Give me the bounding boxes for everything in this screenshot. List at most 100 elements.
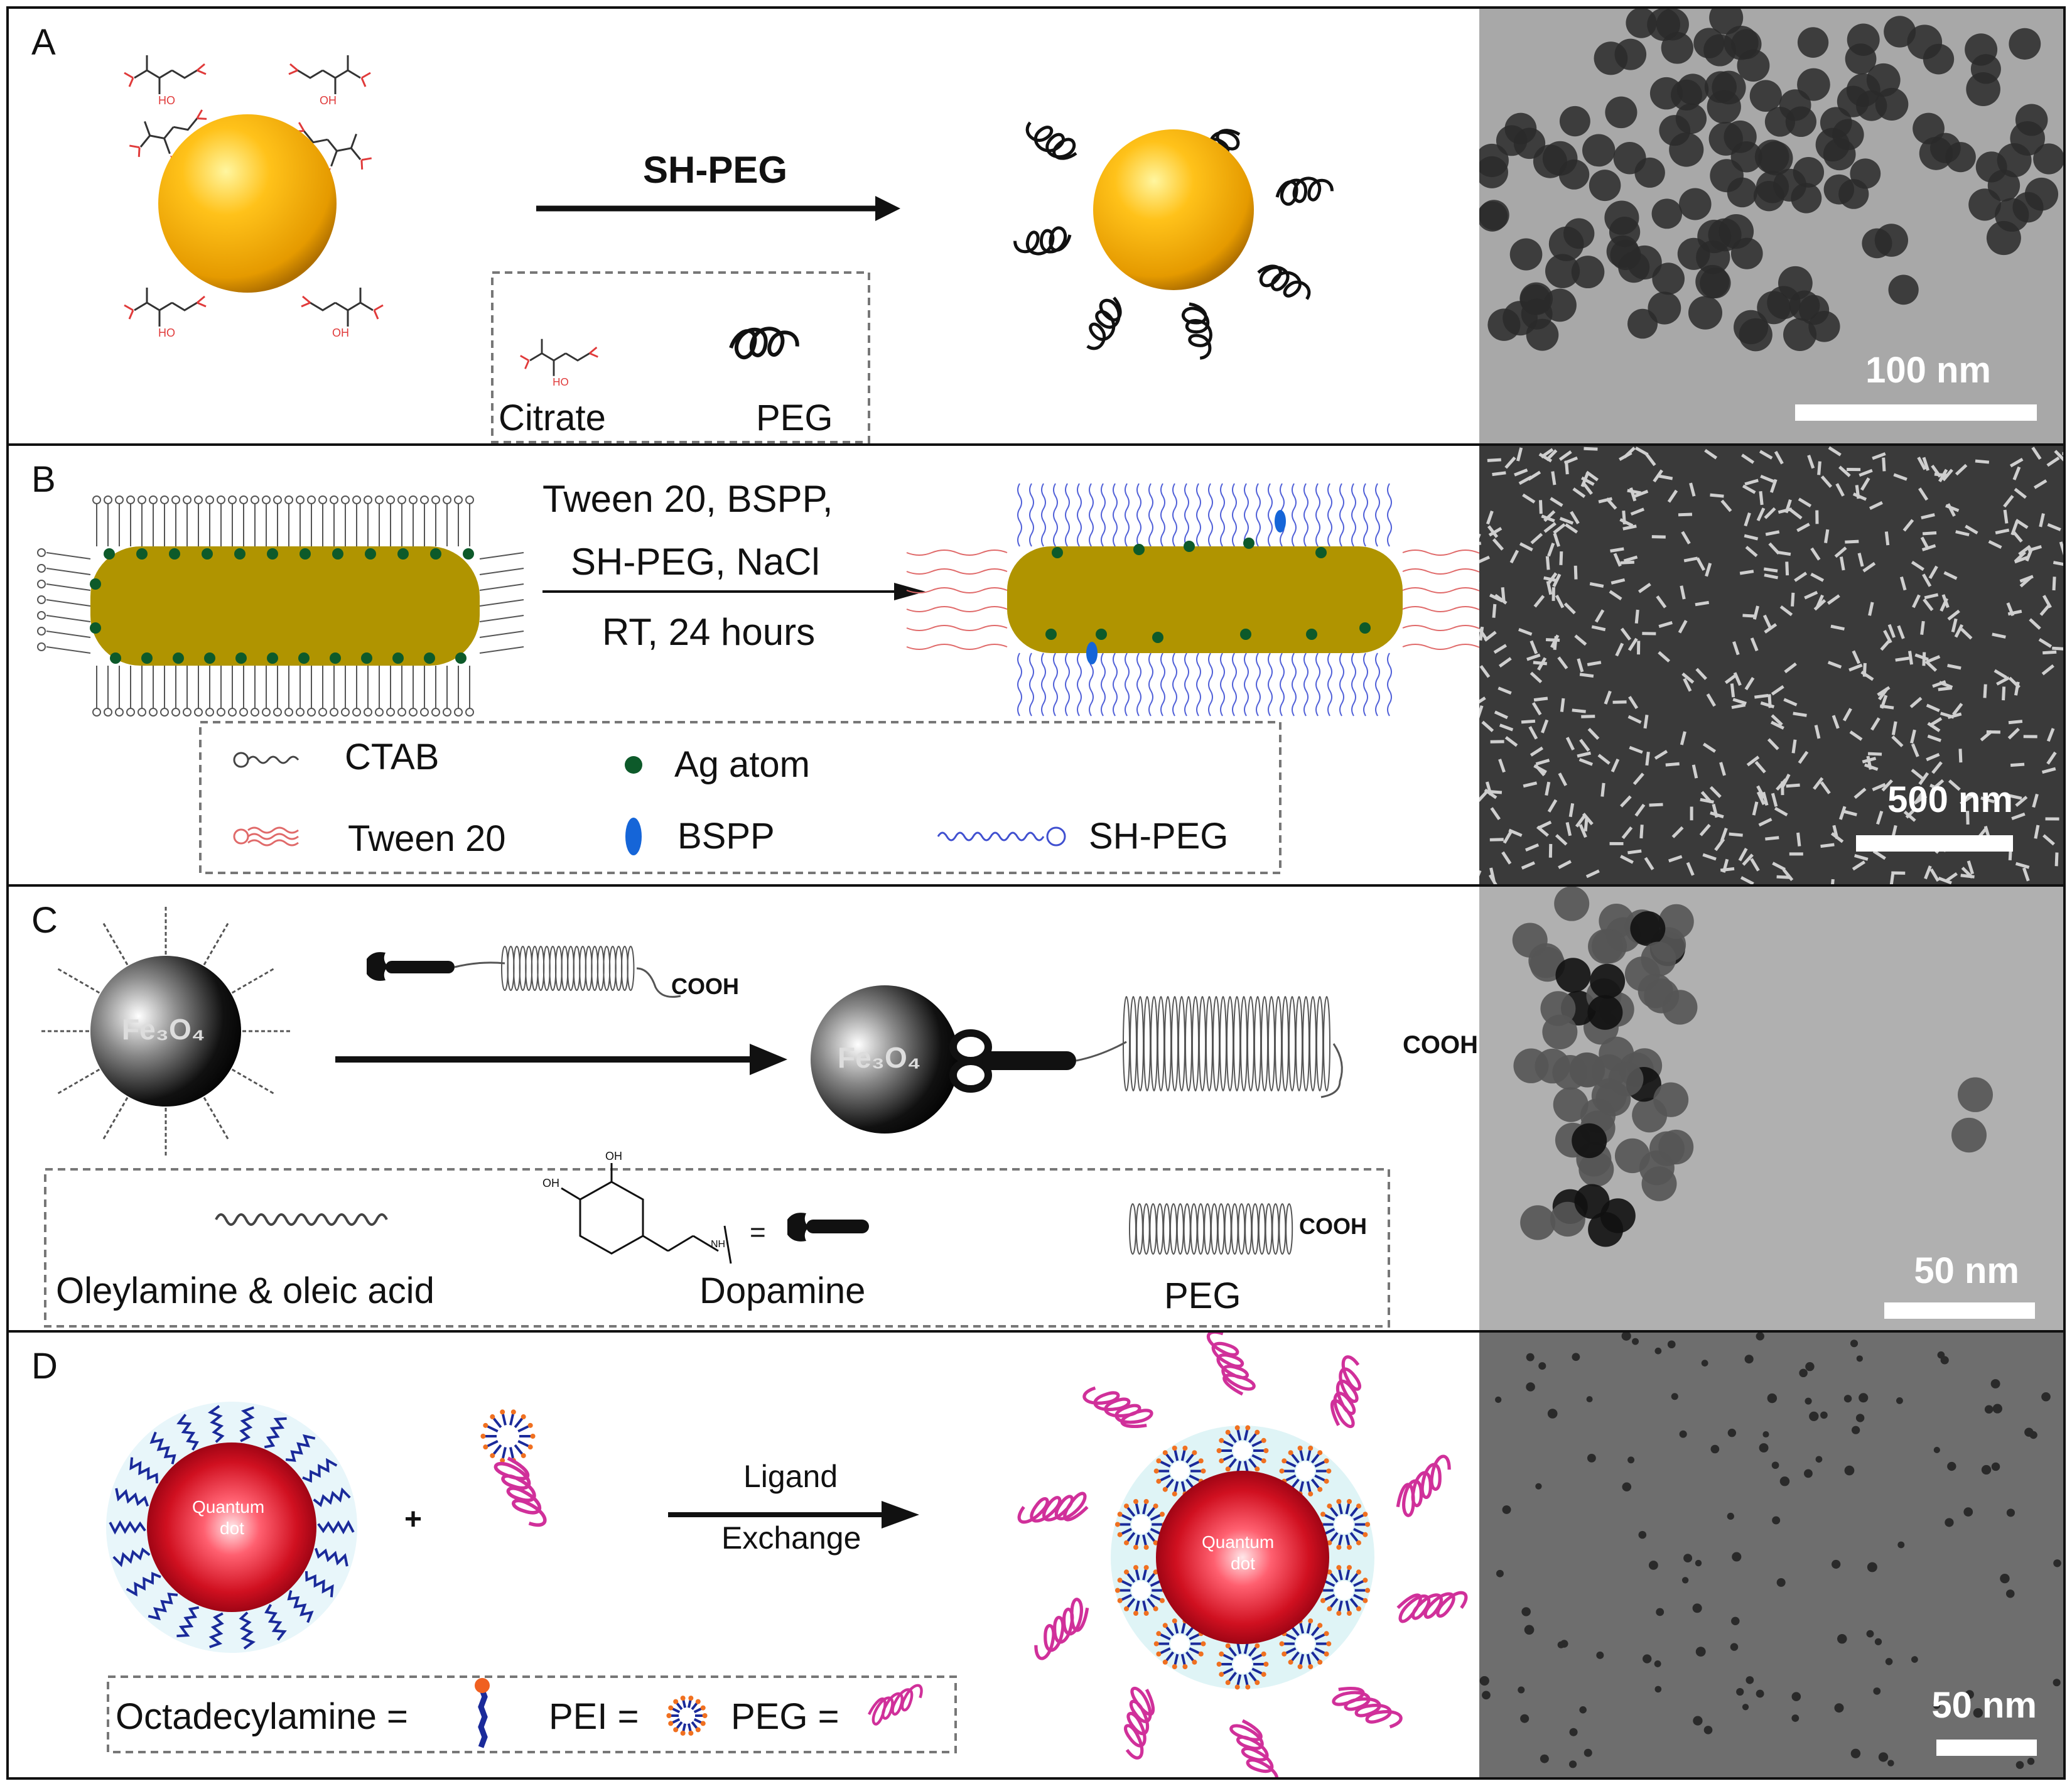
pei-tip bbox=[1327, 1569, 1332, 1575]
tween-ligand bbox=[906, 606, 1008, 612]
ag-atom bbox=[397, 548, 409, 560]
sh-peg-ligand bbox=[1101, 652, 1106, 717]
tem-nanorod bbox=[1849, 730, 1863, 741]
tem-nanorod bbox=[1479, 555, 1491, 565]
tem-nanorod bbox=[1834, 546, 1847, 558]
tem-nanorod bbox=[1621, 826, 1633, 840]
quantum-dot-left bbox=[147, 1442, 316, 1612]
tem-particle bbox=[1845, 43, 1877, 75]
tem-nanorod bbox=[1793, 712, 1807, 717]
ag-atom bbox=[430, 548, 441, 560]
ctab-head bbox=[228, 708, 237, 717]
tem-dot bbox=[1731, 1616, 1740, 1625]
arrowhead-icon bbox=[875, 196, 900, 221]
tem-particle bbox=[1783, 318, 1817, 352]
pei-tip bbox=[700, 1705, 706, 1711]
ag-atom bbox=[1243, 538, 1255, 549]
pei-core bbox=[1131, 1515, 1151, 1534]
pei-arm bbox=[1285, 1633, 1297, 1640]
tem-particle bbox=[1550, 1201, 1585, 1237]
peg-spring-coil bbox=[1316, 996, 1324, 1091]
tem-nanorod bbox=[1881, 779, 1893, 792]
tem-nanorod bbox=[1572, 487, 1586, 499]
tem-nanorod bbox=[1615, 642, 1624, 657]
tem-nanorod bbox=[1745, 546, 1758, 558]
sh-peg-ligand bbox=[1339, 652, 1344, 717]
pei-particle bbox=[1153, 1446, 1206, 1496]
tem-particle bbox=[1749, 80, 1782, 112]
pei-arm bbox=[1121, 1579, 1132, 1587]
tem-nanorod bbox=[1719, 762, 1726, 776]
tem-nanorod bbox=[1553, 523, 1566, 534]
tem-particle bbox=[1693, 28, 1725, 58]
tem-particle bbox=[1862, 228, 1892, 259]
tem-nanorod bbox=[1530, 671, 1543, 684]
tem-dot bbox=[1656, 1608, 1665, 1616]
tem-nanorod bbox=[2059, 541, 2063, 556]
peg-spring-coil bbox=[1278, 1203, 1287, 1255]
pei-tip bbox=[1153, 1468, 1159, 1474]
ctab-head bbox=[160, 495, 169, 504]
tem-nanorod bbox=[1786, 783, 1800, 788]
tem-nanorod bbox=[1992, 632, 2006, 639]
pei-arm bbox=[1189, 1647, 1200, 1655]
pei-tip bbox=[1153, 1641, 1159, 1647]
tem-nanorod bbox=[2018, 544, 2031, 556]
pei-particle bbox=[1279, 1618, 1332, 1669]
tem-nanorod bbox=[1559, 551, 1563, 565]
pei-arm bbox=[1285, 1647, 1297, 1655]
tem-nanorod bbox=[1911, 743, 1919, 757]
tem-nanorod bbox=[1545, 781, 1551, 796]
pei-core bbox=[1233, 1441, 1253, 1461]
pei-tip bbox=[1261, 1672, 1266, 1677]
scale-label-d: 50 nm bbox=[1931, 1685, 2037, 1726]
pei-arm bbox=[1142, 1503, 1147, 1515]
bspp-marker bbox=[1275, 510, 1286, 533]
sh-peg-ligand bbox=[1184, 483, 1189, 547]
pei-arm bbox=[671, 1707, 681, 1714]
tem-nanorod bbox=[1862, 663, 1867, 677]
tem-nanorod bbox=[2009, 458, 2024, 468]
tem-nanorod bbox=[1665, 762, 1680, 767]
tem-particle bbox=[1587, 995, 1623, 1030]
tem-nanorod bbox=[1763, 567, 1778, 573]
tem-nanorod bbox=[1769, 479, 1778, 493]
sh-peg-ligand bbox=[1113, 652, 1118, 717]
tem-dot bbox=[1756, 1333, 1764, 1341]
tem-nanorod bbox=[1504, 456, 1516, 469]
pei-arm bbox=[1160, 1475, 1171, 1482]
tem-nanorod bbox=[1738, 848, 1748, 862]
peg-spring-coil bbox=[537, 946, 545, 991]
tem-nanorod bbox=[1760, 474, 1774, 483]
pei-arm bbox=[1248, 1672, 1257, 1682]
tem-nanorod bbox=[1882, 457, 1886, 472]
tem-nanorod bbox=[1917, 457, 1927, 470]
sh-peg-ligand bbox=[1196, 652, 1201, 717]
ctab-head bbox=[330, 495, 338, 504]
pei-tip bbox=[1198, 1651, 1204, 1657]
sh-peg-ligand bbox=[1268, 652, 1273, 717]
pei-tip bbox=[1317, 1450, 1323, 1456]
pei-tip bbox=[1219, 1672, 1224, 1677]
tem-nanorod bbox=[1530, 533, 1543, 544]
pei-arm bbox=[1135, 1569, 1140, 1581]
pei-arm bbox=[1180, 1481, 1186, 1493]
tem-nanorod bbox=[1931, 761, 1943, 774]
tem-nanorod bbox=[1709, 786, 1722, 798]
tem-nanorod bbox=[1702, 853, 1717, 861]
tem-nanorod bbox=[1582, 482, 1593, 495]
tem-nanorod bbox=[1498, 759, 1506, 773]
peg-helix bbox=[1101, 1683, 1174, 1760]
ctab-head bbox=[409, 708, 418, 717]
tem-nanorod bbox=[1611, 758, 1620, 772]
peg-spring-coil bbox=[591, 946, 599, 991]
tem-nanorod bbox=[1796, 832, 1801, 847]
ctab-head bbox=[307, 495, 316, 504]
plus-sign: + bbox=[404, 1503, 423, 1536]
tem-nanorod bbox=[2042, 834, 2055, 846]
peg-spring-coil bbox=[627, 946, 635, 991]
tem-nanorod bbox=[1729, 832, 1743, 837]
pei-tip bbox=[1143, 1565, 1149, 1571]
octadecylamine-ligand bbox=[208, 1612, 224, 1648]
ag-atom bbox=[169, 548, 180, 560]
